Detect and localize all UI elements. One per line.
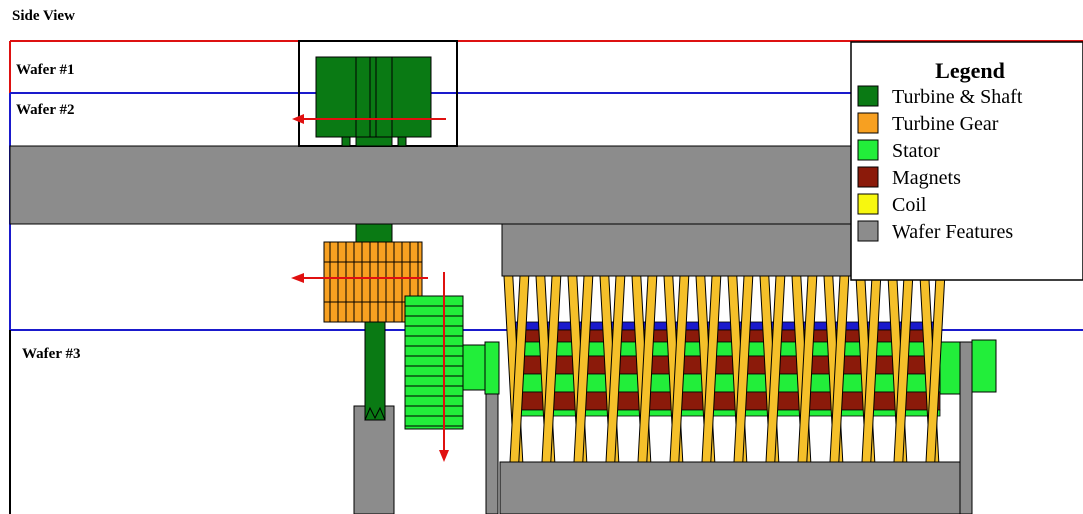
legend-item: Wafer Features — [857, 220, 1013, 243]
legend-swatch — [857, 112, 879, 134]
turbine-rotor — [315, 56, 432, 421]
legend-item: Stator — [857, 139, 940, 162]
stator-gear — [404, 295, 464, 430]
legend-swatch — [857, 85, 879, 107]
left-endcap — [462, 344, 486, 391]
stator-gear-body — [404, 295, 464, 430]
coil-turn — [573, 275, 594, 463]
legend-item: Turbine Gear — [857, 112, 999, 135]
legend-item: Turbine & Shaft — [857, 85, 1023, 108]
coil-turn — [733, 275, 754, 463]
wafer-label-3: Wafer #3 — [22, 346, 80, 362]
right-endcap — [971, 339, 997, 393]
coil-turn — [765, 275, 786, 463]
motion-arrows — [291, 114, 449, 462]
coil-turn — [669, 275, 690, 463]
shaft-upper — [355, 223, 393, 243]
coil-turn — [605, 275, 626, 463]
shaft-lower — [364, 321, 386, 421]
legend-swatch — [857, 193, 879, 215]
coil-turn — [829, 275, 850, 463]
legend-item: Coil — [857, 193, 927, 216]
wafer-label-1: Wafer #1 — [16, 62, 74, 78]
wafer-label-2: Wafer #2 — [16, 102, 74, 118]
legend-swatch — [857, 220, 879, 242]
coil-turn — [637, 275, 658, 463]
coil-turn — [509, 275, 530, 463]
legend-label: Wafer Features — [892, 221, 1013, 243]
lower-stator-block — [499, 461, 961, 514]
coil-turn — [541, 275, 562, 463]
legend-label: Turbine Gear — [892, 113, 999, 135]
legend-label: Turbine & Shaft — [892, 86, 1023, 108]
coil-turn — [797, 275, 818, 463]
legend-swatch — [857, 139, 879, 161]
legend-box — [850, 41, 1083, 281]
legend-title: Legend — [935, 58, 1005, 83]
turbine-body — [315, 56, 432, 138]
legend-item: Magnets — [857, 166, 961, 189]
legend-label: Magnets — [892, 167, 961, 189]
coil-windings — [503, 275, 946, 463]
right-bearing-wall — [959, 341, 973, 514]
legend-swatch — [857, 166, 879, 188]
shaft-bearing-post — [353, 405, 395, 514]
legend-label: Coil — [892, 194, 927, 216]
diagram-title: Side View — [12, 8, 75, 24]
stator-endcaps — [462, 339, 997, 395]
legend-label: Stator — [892, 140, 940, 162]
coil-turn — [701, 275, 722, 463]
